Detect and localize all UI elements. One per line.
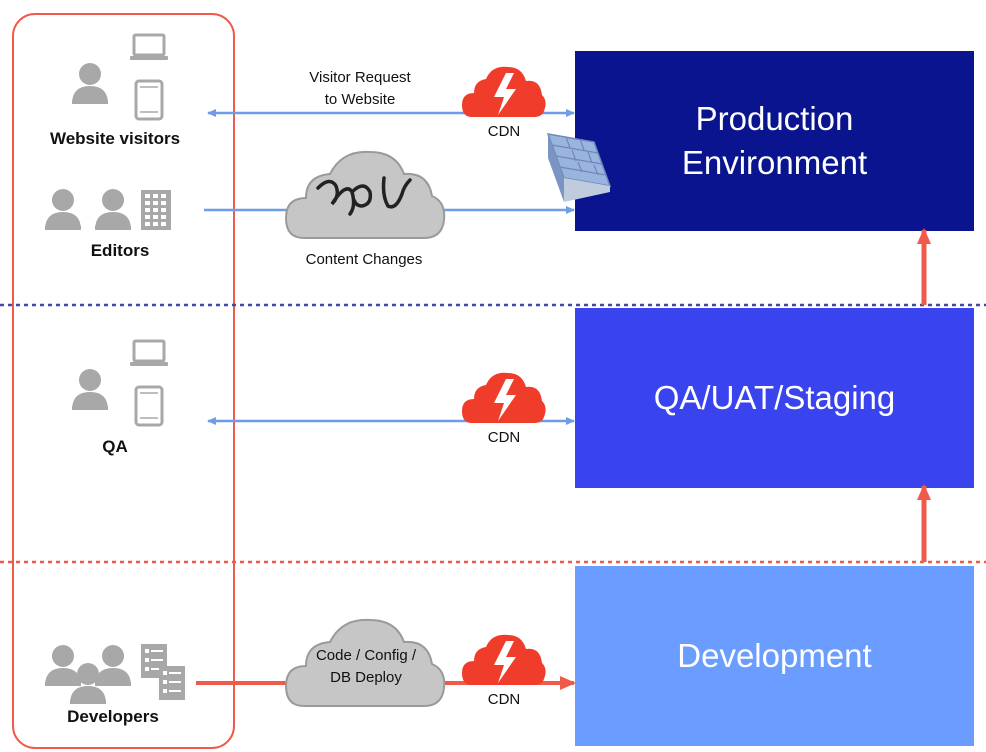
laptop-icon <box>128 339 170 368</box>
staging-box <box>575 308 974 488</box>
development-environment-label: Development <box>575 566 974 746</box>
production-box <box>575 51 974 231</box>
development-box <box>575 566 974 746</box>
person-icon <box>45 189 81 230</box>
deploy-label-line2: DB Deploy <box>330 669 402 686</box>
cdn-label-development: CDN <box>487 691 521 708</box>
developers-label: Developers <box>67 707 159 726</box>
document-icon <box>159 666 185 700</box>
building-icon <box>141 190 171 230</box>
person-icon <box>95 189 131 230</box>
firewall-icon <box>546 133 612 202</box>
person-icon <box>72 369 108 410</box>
cdn-cloud-icon <box>462 66 546 117</box>
website-visitors-label: Website visitors <box>49 129 181 148</box>
phone-icon <box>134 79 164 121</box>
content-changes-label: Content Changes <box>305 251 423 268</box>
cdn-label-production: CDN <box>487 123 521 140</box>
cdn-cloud-icon <box>462 634 546 685</box>
actors-panel <box>12 13 235 749</box>
cdn-label-staging: CDN <box>487 429 521 446</box>
episerver-cloud-icon <box>285 150 446 239</box>
production-label-line1: Production <box>695 100 854 137</box>
visitor-request-label-line1: Visitor Request <box>309 69 411 86</box>
deploy-label-line1: Code / Config / <box>315 647 417 664</box>
qa-label: QA <box>102 437 128 456</box>
production-label-line2: Environment <box>681 144 868 181</box>
phone-icon <box>134 385 164 427</box>
visitor-request-label-line2: to Website <box>324 91 396 108</box>
cdn-cloud-icon <box>462 372 546 423</box>
laptop-icon <box>128 33 170 62</box>
editors-label: Editors <box>90 241 150 260</box>
development-label: Development <box>677 637 872 674</box>
staging-environment-label: QA/UAT/Staging <box>575 308 974 488</box>
person-icon <box>72 63 108 104</box>
person-icon <box>95 645 131 686</box>
staging-label: QA/UAT/Staging <box>653 379 896 416</box>
episerver-logo-icon <box>316 176 412 216</box>
production-environment-label: Production Environment <box>575 51 974 231</box>
person-icon <box>45 645 81 686</box>
